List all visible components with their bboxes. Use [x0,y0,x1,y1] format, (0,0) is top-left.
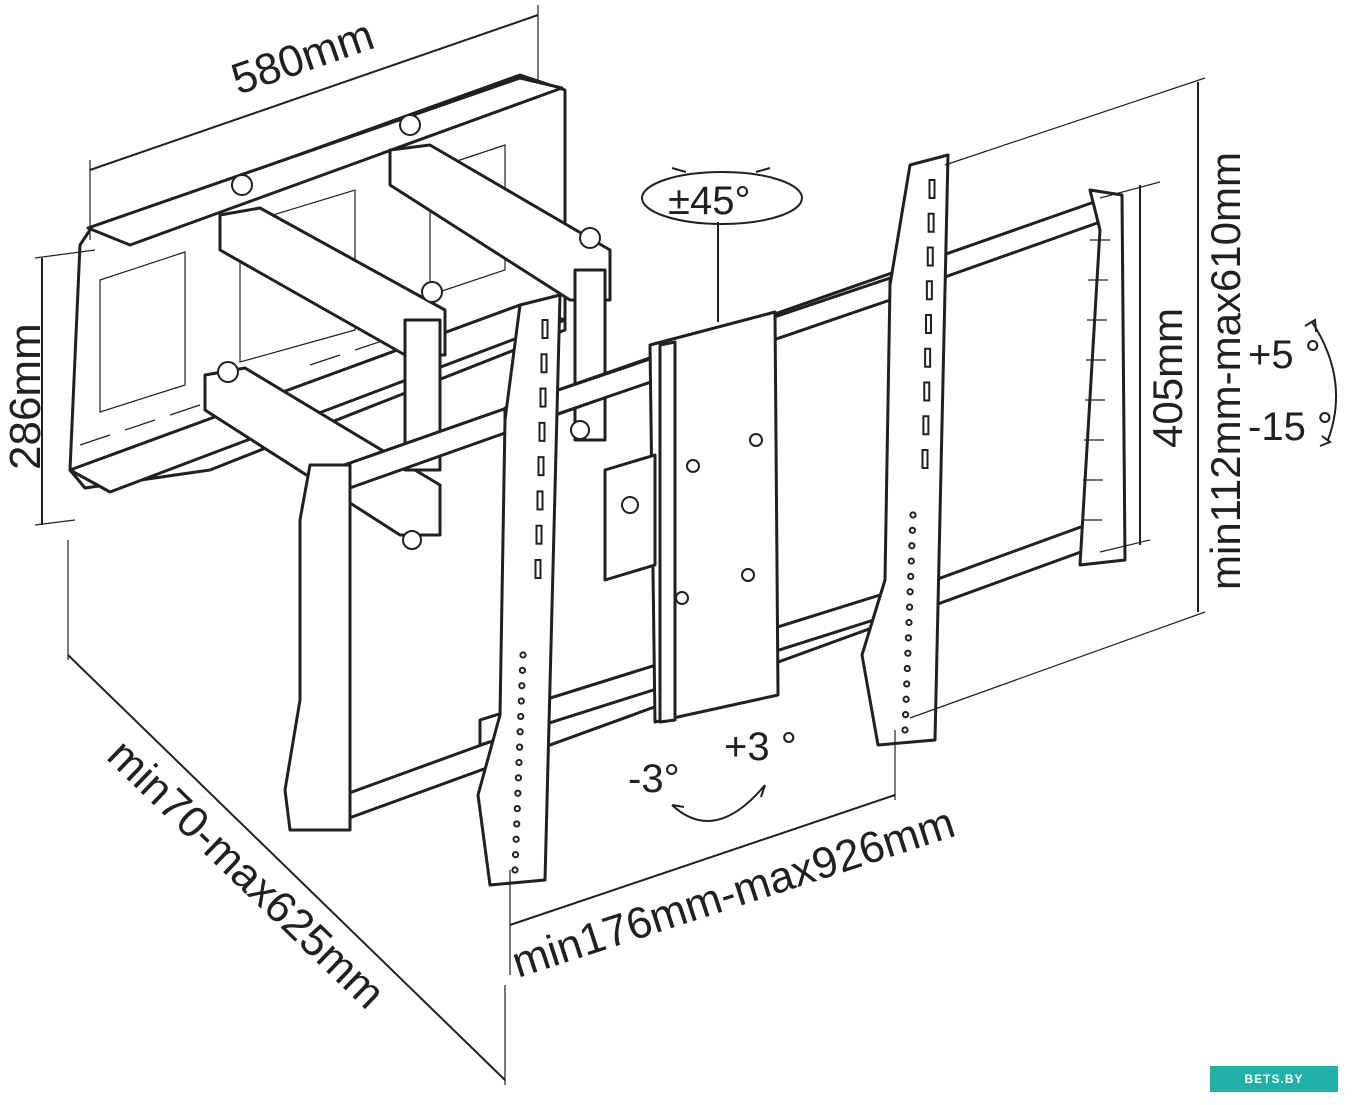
arm-height-label: min112mm-max610mm [1202,152,1249,590]
vesa-left-hole [519,651,527,659]
vesa-left-slot [534,559,542,579]
vesa-left-hole [513,820,521,828]
vesa-left-hole [518,666,527,674]
vesa-left-slot [539,387,547,408]
watermark-logo: BETS.BY [1210,1066,1338,1092]
roll-plus-label: +3 ° [724,725,797,769]
vesa-holes [511,179,936,874]
roll-minus-label: -3° [628,757,680,801]
vesa-right-slot [924,347,932,368]
vesa-right-hole [904,649,912,657]
vesa-right-hole [903,664,911,673]
vesa-left-slot [537,456,545,477]
vesa-left-hole [514,789,522,797]
swivel-label: ±45° [668,179,750,223]
vesa-left-hole [511,851,520,859]
vesa-right-hole [907,572,915,581]
vesa-right-hole [905,603,914,611]
vesa-left-slot [535,524,543,545]
vesa-left-hole [518,682,526,690]
vesa-right-slot [923,381,931,402]
vesa-horizontal-label: min176mm-max926mm [506,798,961,987]
vesa-left-hole [512,835,520,843]
vesa-left-hole [513,804,521,813]
vesa-right-hole [907,557,915,565]
tilt-down-label: -15 ° [1248,405,1333,449]
tilt-up-label: +5 ° [1248,333,1321,377]
vesa-right-hole [905,618,913,627]
vesa-right-hole [901,726,909,734]
vesa-left-hole [515,743,524,751]
vesa-left-hole [516,728,524,736]
vesa-right-slot [926,246,934,267]
vesa-right-hole [901,711,910,719]
vesa-left-slot [541,319,549,339]
vesa-left-hole [511,866,519,874]
dimension-lines [34,5,1337,1085]
vesa-right-hole [908,542,916,550]
vesa-right-slot [928,179,936,199]
vesa-right-slot [925,314,932,334]
vesa-left-hole [515,758,523,767]
vesa-right-slot [927,212,935,233]
vesa-right-hole [908,526,917,534]
vesa-left-hole [514,774,523,782]
vesa-left-slot [538,421,546,442]
plate-height-label: 286mm [1,323,50,470]
center-plate [603,310,780,724]
vesa-left-hole [517,712,525,721]
vesa-right-hole [904,634,913,642]
vesa-right-slot [925,280,933,301]
vesa-right-hole [906,588,914,596]
vesa-right-slot [921,449,929,469]
vesa-left-slot [536,490,544,511]
vesa-left-hole [517,697,525,705]
vesa-right-hole [909,511,917,519]
vesa-left-slot [540,353,548,374]
vesa-vertical-label: 405mm [1144,308,1191,448]
width-label: 580mm [225,10,380,104]
vesa-arm-right [860,153,950,747]
vesa-right-hole [903,680,911,688]
vesa-arm-left [476,293,562,887]
vesa-right-slot [922,415,930,436]
vesa-right-hole [902,695,910,703]
